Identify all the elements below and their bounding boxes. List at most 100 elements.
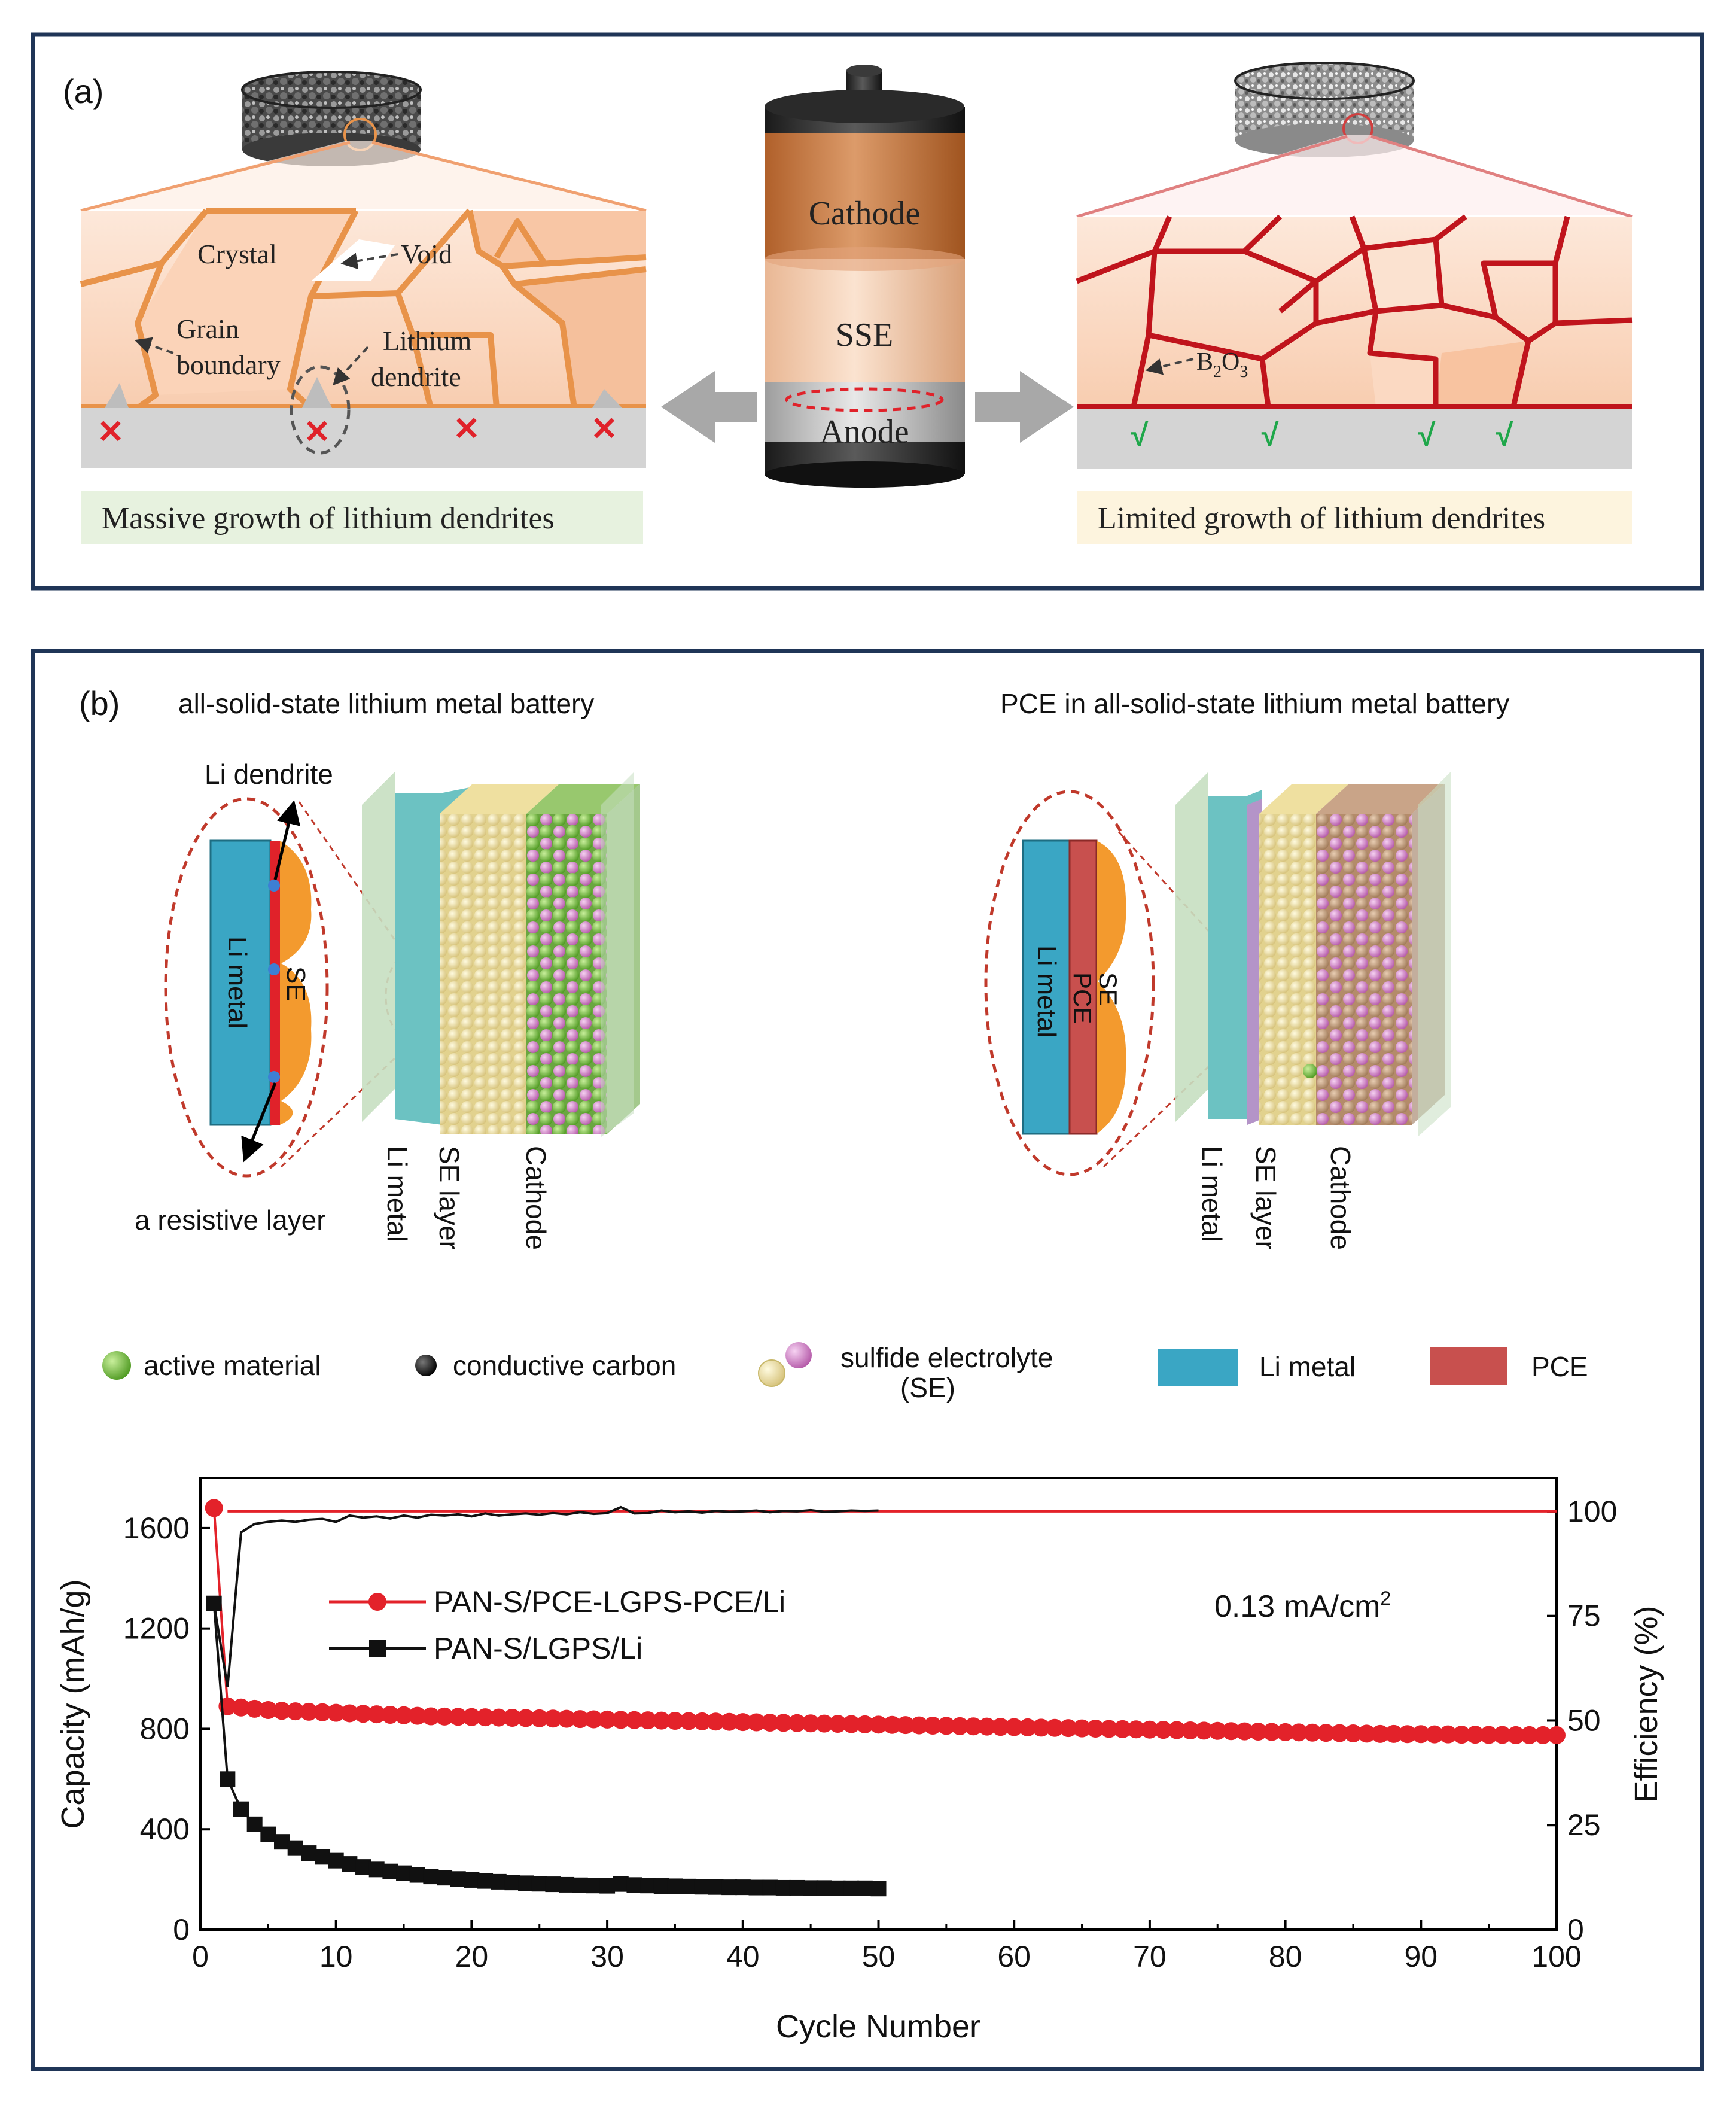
black-capacity-point (681, 1878, 697, 1894)
black-capacity-point (599, 1878, 616, 1894)
y-tick-label: 1600 (123, 1511, 190, 1545)
red-capacity-point (1452, 1726, 1471, 1744)
grain-label: Grain (176, 314, 239, 344)
black-capacity-point (504, 1875, 520, 1891)
active-material-swatch (102, 1351, 131, 1380)
red-capacity-point (977, 1717, 996, 1736)
y2-tick-label: 75 (1567, 1599, 1601, 1633)
red-capacity-point (1005, 1718, 1024, 1736)
red-capacity-point (1140, 1720, 1159, 1739)
layer-label-cathode-left: Cathode (520, 1146, 552, 1250)
red-capacity-point (1195, 1721, 1213, 1740)
right-caption: Limited growth of lithium dendrites (1098, 501, 1545, 536)
black-capacity-point (626, 1877, 642, 1893)
red-capacity-point (733, 1713, 752, 1732)
x-tick-label: 20 (455, 1940, 489, 1973)
y2-tick-label: 25 (1567, 1808, 1601, 1842)
y-tick-label: 400 (140, 1812, 190, 1846)
red-capacity-point (964, 1717, 983, 1736)
red-capacity-point (1100, 1720, 1118, 1738)
red-capacity-point (1371, 1724, 1390, 1743)
layer-label-se-left: SE layer (434, 1146, 465, 1250)
li-dendrite-label: Li dendrite (205, 759, 333, 790)
red-capacity-point (1548, 1726, 1566, 1744)
red-capacity-point (1276, 1723, 1295, 1741)
check-mark-icon: √ (1131, 418, 1149, 453)
black-capacity-point (355, 1859, 371, 1875)
red-capacity-point (1113, 1720, 1132, 1738)
boundary-label: boundary (176, 349, 281, 380)
black-capacity-point (450, 1871, 466, 1887)
left-dendrite-circle (290, 365, 351, 455)
black-capacity-point (301, 1845, 317, 1861)
panel-a-label: (a) (63, 72, 103, 110)
black-capacity-point (409, 1867, 425, 1883)
red-capacity-point (584, 1710, 603, 1729)
red-capacity-point (313, 1703, 332, 1721)
black-capacity-point (531, 1876, 547, 1892)
right-grain-structure (1076, 214, 1633, 410)
red-capacity-point (395, 1706, 413, 1724)
right-zoom-cone (1077, 135, 1632, 215)
red-capacity-point (924, 1716, 942, 1735)
black-capacity-point (762, 1879, 778, 1896)
red-capacity-point (788, 1714, 806, 1732)
x-tick-label: 50 (862, 1940, 896, 1973)
red-capacity-point (1046, 1718, 1064, 1737)
red-capacity-point (747, 1713, 766, 1732)
black-capacity-point (518, 1875, 534, 1891)
red-capacity-point (1262, 1723, 1281, 1741)
red-capacity-point (611, 1711, 630, 1729)
red-capacity-point (367, 1705, 386, 1724)
left-grain-structure (80, 208, 647, 411)
red-capacity-point (855, 1715, 874, 1733)
red-capacity-point (598, 1710, 617, 1729)
black-capacity-point (233, 1801, 249, 1817)
red-capacity-point (1439, 1725, 1457, 1744)
red-capacity-point (1059, 1719, 1077, 1738)
li-metal-vertical-label-right: Li metal (1032, 945, 1061, 1038)
x-axis-title: Cycle Number (776, 2009, 980, 2045)
li-metal-vertical-label: Li metal (223, 936, 252, 1029)
black-capacity-point (274, 1834, 290, 1850)
red-capacity-point (951, 1717, 969, 1735)
red-capacity-point (774, 1714, 793, 1732)
black-capacity-point (220, 1771, 236, 1787)
battery-sse-label: SSE (836, 317, 894, 354)
red-capacity-point (1208, 1721, 1227, 1740)
black-capacity-point (572, 1877, 588, 1893)
battery-illustration: Cathode SSE Anode (765, 65, 965, 488)
black-capacity-point (545, 1876, 561, 1893)
se-lobes-right (1097, 841, 1126, 1134)
red-capacity-point (1398, 1725, 1417, 1744)
resistive-layer-label: a resistive layer (135, 1204, 326, 1236)
b2o3-label: B2O3 (1196, 348, 1248, 381)
right-caption-box (1077, 491, 1632, 544)
black-capacity-point (613, 1876, 629, 1892)
legend-conductive-carbon: conductive carbon (453, 1350, 676, 1381)
red-capacity-point (1032, 1718, 1050, 1737)
void-label: Void (401, 239, 452, 269)
current-density-annotation: 0.13 mA/cm2 (1214, 1587, 1391, 1624)
red-capacity-point (571, 1710, 589, 1729)
y-tick-label: 1200 (123, 1612, 190, 1645)
red-capacity-point (245, 1699, 264, 1718)
red-capacity-point (802, 1714, 820, 1733)
black-capacity-point (667, 1878, 683, 1894)
red-capacity-point (1073, 1719, 1091, 1738)
left-dendrite-spikes (105, 377, 622, 408)
red-capacity-point (1127, 1720, 1146, 1739)
red-capacity-point (1357, 1724, 1376, 1743)
left-x-marks: ✕ ✕ ✕ ✕ (97, 411, 617, 450)
right-arrow-icon (975, 371, 1074, 443)
red-capacity-point (489, 1708, 508, 1727)
left-caption-box (81, 491, 643, 544)
y2-tick-label: 100 (1567, 1495, 1617, 1528)
red-capacity-point (435, 1707, 454, 1726)
red-capacity-point (462, 1708, 481, 1726)
black-capacity-point (721, 1879, 738, 1896)
x-mark-icon: ✕ (303, 414, 330, 450)
red-capacity-point (530, 1709, 549, 1727)
